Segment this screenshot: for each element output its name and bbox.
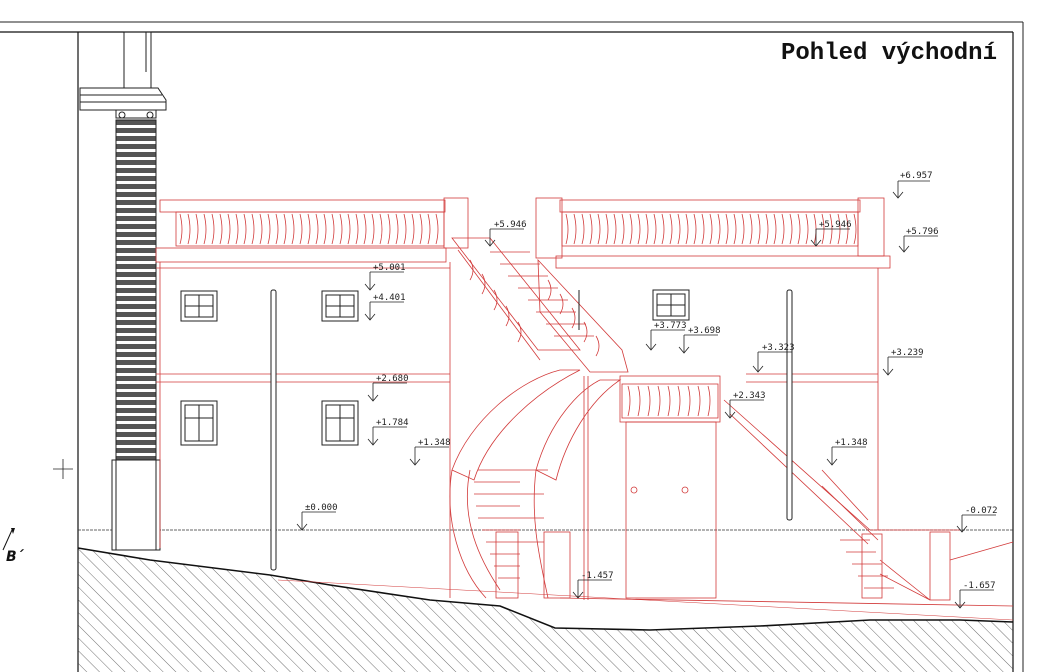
svg-text:-1.457: -1.457 <box>581 571 614 581</box>
level-marker: +1.348 <box>409 438 451 466</box>
section-marker-label: B´ <box>6 549 25 565</box>
svg-text:+2.343: +2.343 <box>733 391 766 401</box>
svg-text:+1.348: +1.348 <box>418 438 451 448</box>
svg-text:+3.323: +3.323 <box>762 343 795 353</box>
level-marker: -0.072 <box>956 506 998 533</box>
level-marker: +3.239 <box>882 348 924 376</box>
level-marker: ±0.000 <box>296 503 338 531</box>
window <box>321 290 359 322</box>
svg-text:+3.239: +3.239 <box>891 348 924 358</box>
windows <box>180 289 793 571</box>
drawing-frame <box>0 21 1024 672</box>
svg-text:+6.957: +6.957 <box>900 171 933 181</box>
level-marker: +3.323 <box>752 343 795 373</box>
window <box>321 400 359 446</box>
svg-text:+5.946: +5.946 <box>819 220 852 230</box>
svg-text:+3.773: +3.773 <box>654 321 687 331</box>
level-marker: -1.657 <box>954 581 996 609</box>
crosshair-marker <box>53 459 73 479</box>
window <box>652 289 690 321</box>
level-marker: +5.946 <box>484 220 527 247</box>
level-marker: +1.784 <box>367 418 409 446</box>
svg-text:+1.348: +1.348 <box>835 438 868 448</box>
tower <box>79 31 167 551</box>
svg-text:-1.657: -1.657 <box>963 581 996 591</box>
svg-text:+1.784: +1.784 <box>376 418 409 428</box>
drawing-title: Pohled východní <box>780 40 997 67</box>
section-marker: B´ <box>2 528 25 565</box>
level-marker: +1.348 <box>826 438 868 466</box>
window <box>180 400 218 446</box>
level-marker: +3.698 <box>678 326 721 354</box>
level-marker: +2.680 <box>367 374 409 402</box>
svg-text:+4.401: +4.401 <box>373 293 406 303</box>
svg-text:+5.946: +5.946 <box>494 220 527 230</box>
svg-text:±0.000: ±0.000 <box>305 503 338 513</box>
level-marker: +3.773 <box>645 321 687 351</box>
svg-text:+5.796: +5.796 <box>906 227 939 237</box>
level-marker: +5.946 <box>810 220 852 247</box>
level-marker: +4.401 <box>364 293 406 321</box>
terrain-line <box>77 547 1014 631</box>
svg-text:+5.001: +5.001 <box>373 263 406 273</box>
window <box>180 290 218 322</box>
svg-text:+3.698: +3.698 <box>688 326 721 336</box>
level-marker: +5.796 <box>898 227 939 253</box>
svg-text:+2.680: +2.680 <box>376 374 409 384</box>
svg-text:-0.072: -0.072 <box>965 506 998 516</box>
level-marker: +2.343 <box>724 391 766 419</box>
level-markers: +6.957 +5.946 +5.946 +5.796 +5.001 +4.40… <box>296 171 998 609</box>
level-marker: -1.457 <box>572 571 614 599</box>
terrain-hatch <box>78 548 1013 672</box>
building-elevation <box>155 197 1014 621</box>
level-marker: +5.001 <box>364 263 406 291</box>
level-marker: +6.957 <box>892 171 933 199</box>
